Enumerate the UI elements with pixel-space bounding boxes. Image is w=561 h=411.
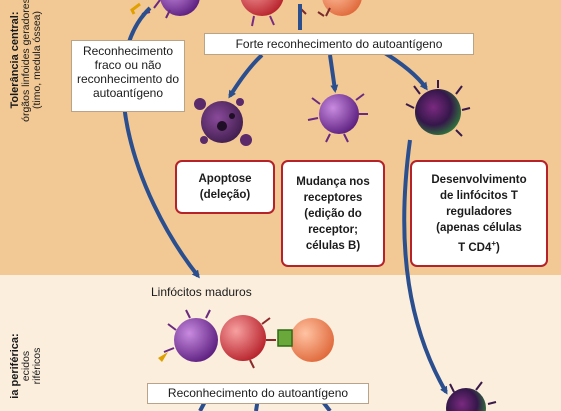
treg-line5: T CD4+) [431, 236, 526, 256]
receptor-change-line3: (edição do [304, 207, 362, 220]
apoptotic-cell [194, 98, 252, 146]
treg-line1: Desenvolvimento [431, 173, 527, 186]
regulatory-t-cell [405, 80, 471, 137]
treg-line2: de linfócitos T [440, 189, 518, 202]
mature-red-cell [220, 315, 266, 361]
receptor-change-line2: receptores [303, 191, 363, 204]
top-purple-cell [160, 0, 200, 16]
strong-recognition-label: Forte reconhecimento do autoantígeno [204, 33, 474, 55]
treg-line3: reguladores [446, 205, 512, 218]
treg-line5-end: ) [496, 241, 500, 254]
receptor-change-line5: células B) [305, 239, 361, 252]
treg-line5-text: T CD4 [458, 241, 492, 254]
apoptosis-box: Apoptose (deleção) [175, 160, 275, 214]
receptor-edited-cell [307, 93, 368, 143]
mature-lymphocytes-text: Linfócitos maduros [151, 285, 252, 299]
treg-development-box: Desenvolvimento de linfócitos T regulado… [410, 160, 548, 267]
arrow-weak-recognition [120, 6, 200, 279]
apoptosis-line2: (deleção) [199, 189, 251, 201]
mature-lymphocytes-group [158, 309, 334, 369]
arrow-to-apoptosis [228, 53, 264, 99]
weak-recognition-label: Reconhecimento fraco ou não reconhecimen… [71, 40, 185, 112]
peripheral-treg-cell [446, 381, 497, 411]
mature-salmon-cell [290, 318, 334, 362]
treg-line5-sup: + [491, 238, 497, 248]
antigen-presenting-complex [277, 329, 293, 347]
top-salmon-cell [322, 0, 362, 16]
top-cells-group [130, 0, 362, 27]
self-antigen-recognition-label: Reconhecimento do autoantígeno [147, 383, 369, 404]
receptor-change-line1: Mudança nos [296, 175, 370, 188]
arrow-to-treg [378, 48, 428, 91]
treg-line4: (apenas células [436, 221, 522, 234]
strong-recognition-text: Forte reconhecimento do autoantígeno [235, 37, 443, 51]
receptor-change-line4: receptor; [308, 223, 358, 236]
arrow-treg-to-periphery [402, 139, 448, 395]
receptor-change-box: Mudança nos receptores (edição do recept… [281, 160, 385, 267]
weak-recognition-text: Reconhecimento fraco ou não reconhecimen… [76, 44, 180, 100]
mature-purple-cell [174, 318, 218, 362]
arrow-to-receptor-change [328, 54, 339, 93]
self-antigen-recognition-text: Reconhecimento do autoantígeno [167, 386, 349, 400]
top-red-cell [240, 0, 284, 16]
mature-lymphocytes-label: Linfócitos maduros [151, 285, 252, 299]
apoptosis-line1: Apoptose [198, 173, 252, 185]
